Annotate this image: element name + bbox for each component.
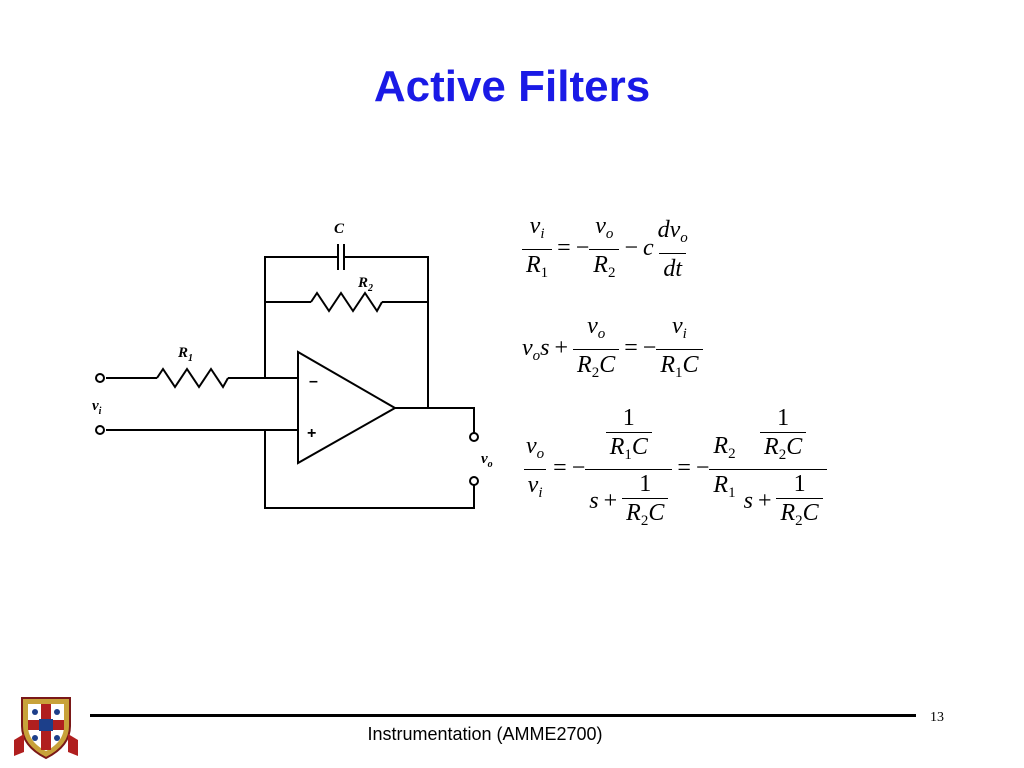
vi-label: vi <box>92 398 102 417</box>
ground-return-wire <box>264 430 475 509</box>
resistor-r2 <box>310 291 383 313</box>
vo-terminal-bottom <box>469 476 479 486</box>
slide-title: Active Filters <box>373 62 651 111</box>
inverting-lowpass-circuit: C R2 R1 vi vo – + <box>92 221 493 509</box>
slide-number: 13 <box>930 710 944 725</box>
footer-course: Instrumentation (AMME2700) <box>367 724 603 744</box>
university-crest-logo <box>14 697 78 760</box>
r2-label: R2 <box>357 275 373 294</box>
feedback-wire <box>264 256 429 408</box>
vi-terminal-bottom <box>95 425 105 435</box>
vi-terminal-top <box>95 373 105 383</box>
capacitor-label: C <box>334 221 345 237</box>
noninverting-input-sign: + <box>307 425 316 442</box>
r1-label: R1 <box>177 345 193 364</box>
resistor-r1 <box>156 367 229 389</box>
vo-terminal-top <box>469 432 479 442</box>
vo-label: vo <box>481 451 493 470</box>
inverting-input-sign: – <box>309 373 318 390</box>
output-wire <box>395 407 475 433</box>
footer-divider <box>90 714 916 717</box>
opamp-body <box>297 350 398 465</box>
